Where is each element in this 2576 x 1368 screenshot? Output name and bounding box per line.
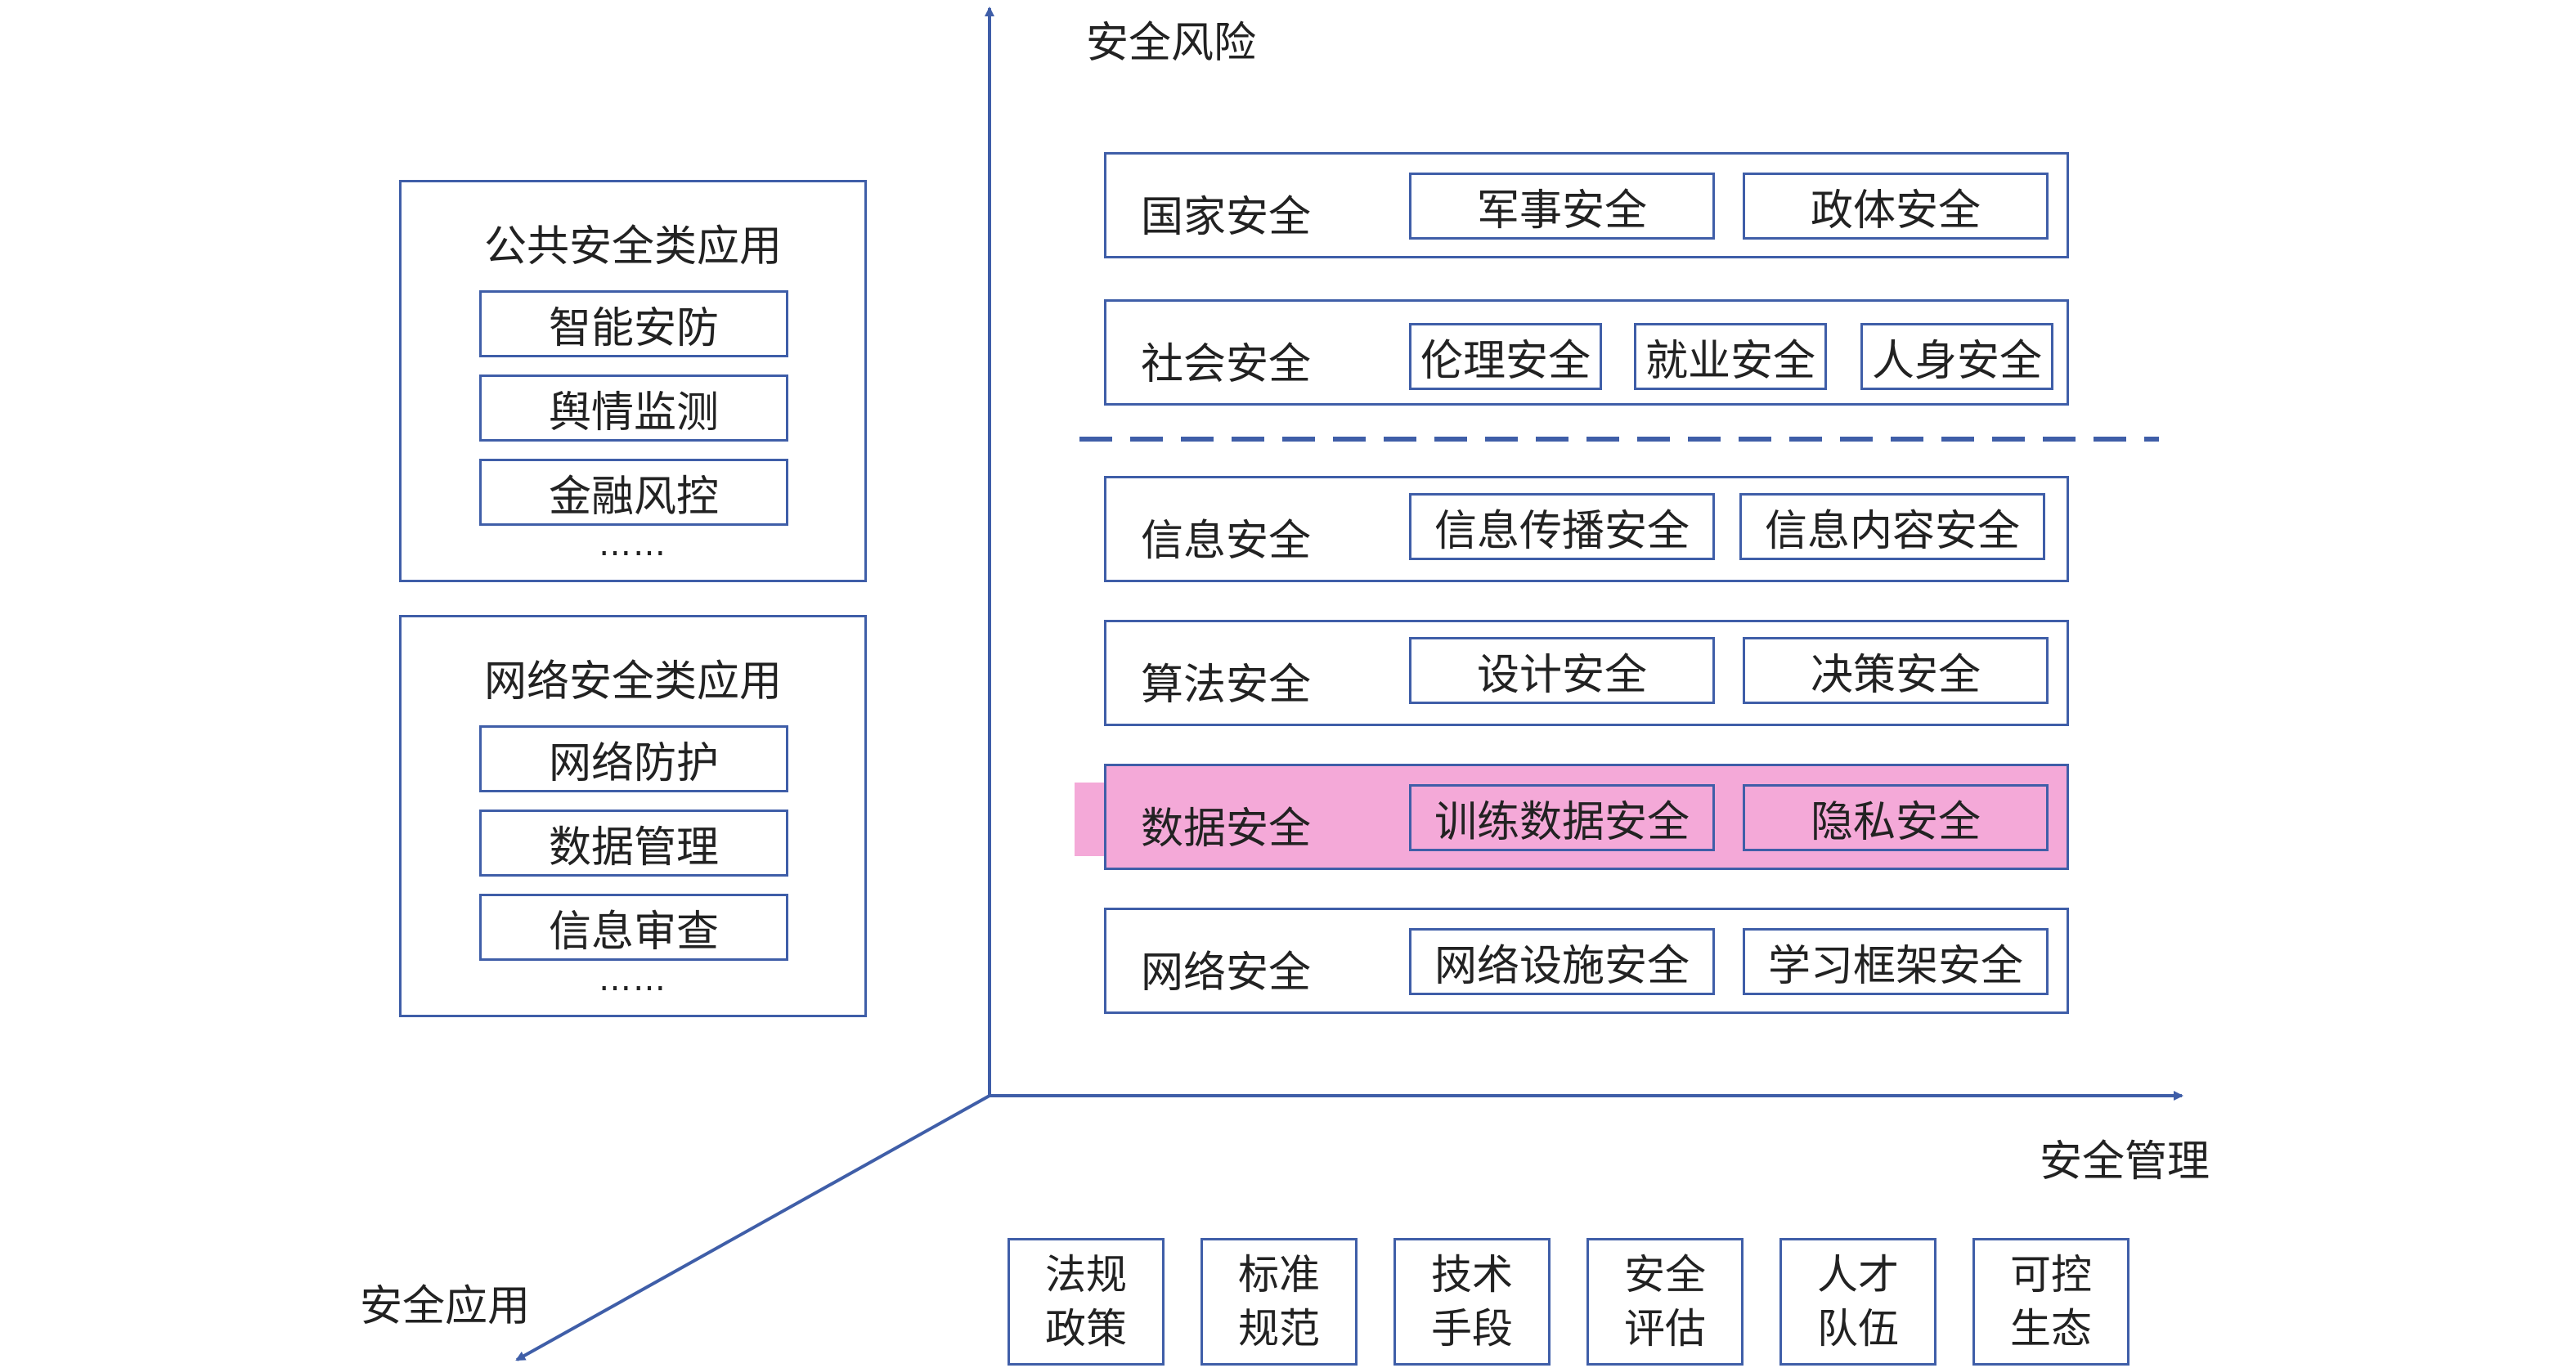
app-item: 智能安防 <box>479 290 788 357</box>
row-label: 数据安全 <box>1141 805 1312 854</box>
app-item: 网络防护 <box>479 725 788 792</box>
management-item: 法规 政策 <box>1008 1238 1165 1366</box>
risk-item: 军事安全 <box>1409 173 1715 240</box>
risk-item: 网络设施安全 <box>1409 928 1715 995</box>
management-line-1: 人才 <box>1817 1251 1899 1298</box>
risk-row-social: 社会安全 伦理安全 就业安全 人身安全 <box>1104 299 2069 406</box>
risk-item: 伦理安全 <box>1409 323 1602 390</box>
panel-network-security-apps: 网络安全类应用 网络防护 数据管理 信息审查 …… <box>399 615 867 1017</box>
row-label: 信息安全 <box>1141 517 1312 566</box>
risk-item: 政体安全 <box>1743 173 2049 240</box>
risk-row-network: 网络安全 网络设施安全 学习框架安全 <box>1104 908 2069 1014</box>
management-line-1: 标准 <box>1238 1251 1320 1298</box>
management-line-2: 规范 <box>1238 1305 1320 1352</box>
risk-item: 就业安全 <box>1634 323 1827 390</box>
management-line-1: 法规 <box>1045 1251 1127 1298</box>
risk-item: 人身安全 <box>1860 323 2053 390</box>
management-line-2: 队伍 <box>1817 1305 1899 1352</box>
risk-row-algorithm: 算法安全 设计安全 决策安全 <box>1104 620 2069 726</box>
panel-title: 公共安全类应用 <box>483 222 782 271</box>
row-label: 国家安全 <box>1141 193 1312 242</box>
risk-item: 决策安全 <box>1743 637 2049 704</box>
risk-item: 训练数据安全 <box>1409 784 1715 851</box>
axis-label-risk: 安全风险 <box>1086 19 1257 68</box>
app-item: 舆情监测 <box>479 375 788 442</box>
application-axis <box>515 1094 990 1361</box>
highlight-tab <box>1075 783 1109 856</box>
management-item: 人才 队伍 <box>1779 1238 1936 1366</box>
risk-item: 设计安全 <box>1409 637 1715 704</box>
axis-label-management: 安全管理 <box>2040 1137 2210 1186</box>
panel-public-security-apps: 公共安全类应用 智能安防 舆情监测 金融风控 …… <box>399 180 867 582</box>
management-item: 可控 生态 <box>1972 1238 2129 1366</box>
management-line-2: 评估 <box>1624 1305 1706 1352</box>
app-item: 信息审查 <box>479 894 788 961</box>
management-line-1: 安全 <box>1624 1251 1706 1298</box>
risk-row-data: 数据安全 训练数据安全 隐私安全 <box>1104 764 2069 870</box>
management-item: 技术 手段 <box>1393 1238 1551 1366</box>
ellipsis: …… <box>599 526 667 563</box>
panel-title: 网络安全类应用 <box>483 657 782 706</box>
row-label: 算法安全 <box>1141 661 1312 710</box>
risk-item: 隐私安全 <box>1743 784 2049 851</box>
management-line-1: 可控 <box>2010 1251 2092 1298</box>
risk-item: 信息内容安全 <box>1739 493 2045 560</box>
app-item: 数据管理 <box>479 810 788 877</box>
risk-item: 学习框架安全 <box>1743 928 2049 995</box>
management-item: 标准 规范 <box>1200 1238 1358 1366</box>
risk-row-information: 信息安全 信息传播安全 信息内容安全 <box>1104 476 2069 582</box>
ellipsis: …… <box>599 961 667 998</box>
row-label: 网络安全 <box>1141 949 1312 998</box>
axis-label-application: 安全应用 <box>360 1282 531 1331</box>
app-item: 金融风控 <box>479 459 788 526</box>
management-item: 安全 评估 <box>1586 1238 1744 1366</box>
management-line-2: 生态 <box>2010 1305 2092 1352</box>
management-line-2: 手段 <box>1431 1305 1513 1352</box>
management-line-2: 政策 <box>1045 1305 1127 1352</box>
management-line-1: 技术 <box>1431 1251 1513 1298</box>
risk-row-national: 国家安全 军事安全 政体安全 <box>1104 152 2069 258</box>
row-label: 社会安全 <box>1141 340 1312 389</box>
risk-item: 信息传播安全 <box>1409 493 1715 560</box>
